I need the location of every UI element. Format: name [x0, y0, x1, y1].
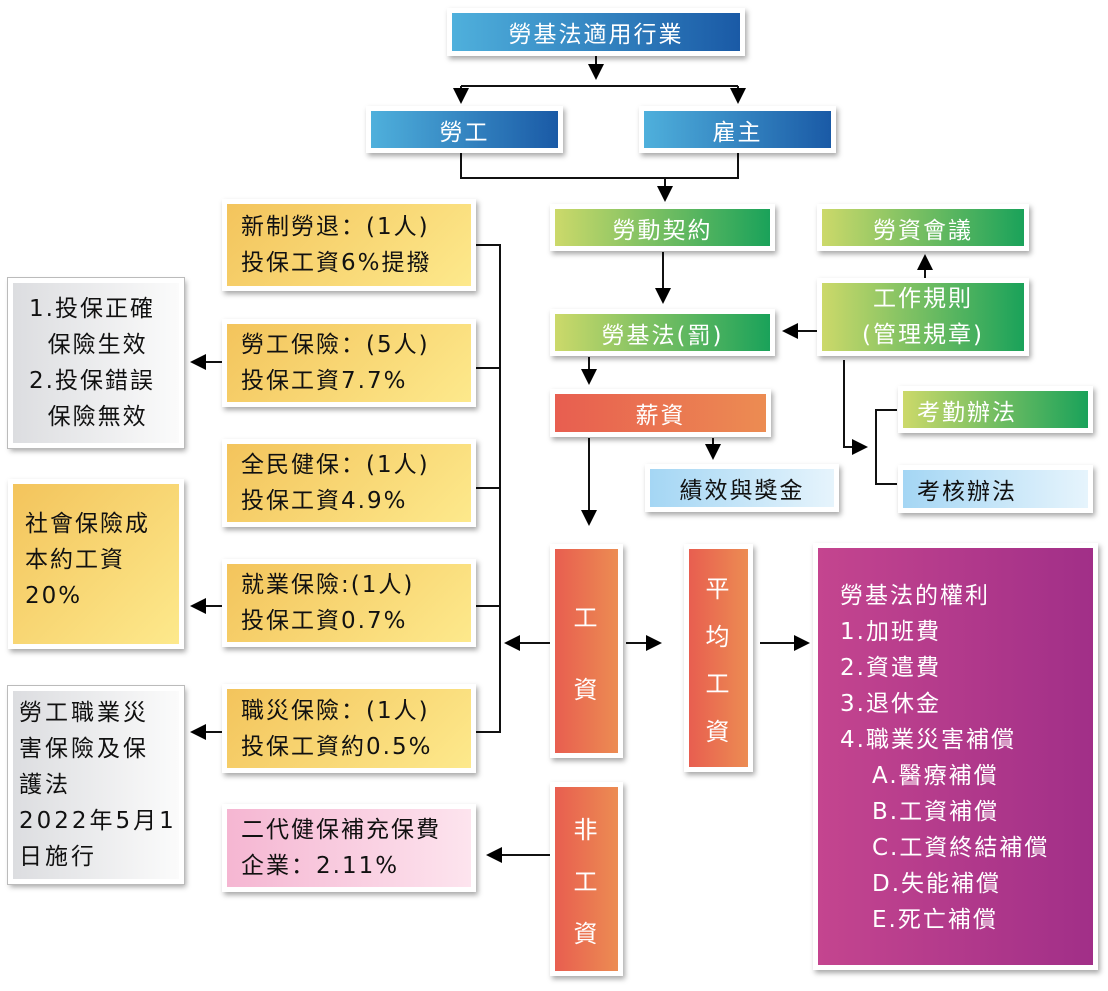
insurance-line: 新制勞退：(1人) [241, 214, 430, 240]
nhi-line: 企業：2.11% [241, 853, 400, 879]
wage-char: 工 [573, 603, 600, 632]
note-line: 害保險及保 [19, 736, 149, 762]
rights-subitem: A.醫療補償 [872, 763, 999, 789]
labor-meeting-box: 勞資會議 [817, 204, 1029, 251]
attendance-box: 考勤辦法 [898, 386, 1093, 433]
note-line: 20% [25, 583, 83, 609]
non-wage-box: 非工資 [550, 782, 623, 976]
note-line: 1.投保正確 [29, 296, 155, 322]
employer-box: 雇主 [639, 106, 836, 153]
wage-char: 資 [573, 919, 600, 948]
insurance-line: 全民健保：(1人) [241, 452, 430, 478]
rights-item: 1.加班費 [840, 619, 941, 645]
bonus-box: 績效與獎金 [645, 464, 839, 512]
wage-char: 資 [705, 717, 732, 746]
wage-char: 工 [705, 670, 732, 699]
social-cost-note: 社會保險成本約工資 20% [8, 479, 184, 649]
rights-subitem: D.失能補償 [872, 871, 1002, 897]
validity-note: 1.投保正確 保險生效 2.投保錯誤 保險無效 [7, 277, 185, 449]
insurance-line: 投保工資4.9% [241, 488, 408, 514]
worker-box: 勞工 [366, 106, 563, 153]
wage-char: 均 [705, 622, 732, 651]
note-line: 護法 [19, 772, 71, 798]
insurance-box-pension: 新制勞退：(1人) 投保工資6%提撥 [222, 199, 476, 291]
insurance-line: 投保工資7.7% [241, 368, 408, 394]
insurance-line: 投保工資0.7% [241, 608, 408, 634]
wage-char: 非 [573, 815, 600, 844]
work-rules-line: 工作規則 [873, 286, 973, 312]
note-line: 本約工資 [25, 547, 125, 573]
rights-subitem: E.死亡補償 [872, 907, 998, 933]
rights-title: 勞基法的權利 [840, 583, 990, 609]
insurance-line: 投保工資6%提撥 [241, 250, 432, 276]
salary-box: 薪資 [550, 389, 771, 437]
insurance-line: 投保工資約0.5% [241, 733, 433, 760]
note-line: 社會保險成 [25, 511, 150, 537]
note-line: 保險生效 [29, 332, 148, 358]
insurance-line: 職災保險：(1人) [241, 697, 430, 724]
labor-law-box: 勞基法(罰) [550, 309, 775, 356]
applicable-industries-box: 勞基法適用行業 [447, 8, 745, 56]
nhi-supplement-box: 二代健保補充保費企業：2.11% [222, 804, 476, 892]
rights-subitem: B.工資補償 [872, 799, 1000, 825]
note-line: 勞工職業災 [19, 700, 149, 726]
insurance-line: 勞工保險：(5人) [241, 332, 430, 358]
insurance-line: 就業保險:(1人) [241, 572, 415, 598]
labor-contract-box: 勞動契約 [550, 204, 775, 251]
wage-char: 資 [573, 675, 600, 704]
note-line: 2022年5月1 [19, 808, 177, 834]
rights-subitem: C.工資終結補償 [872, 835, 1050, 861]
note-line: 2.投保錯誤 [29, 368, 155, 394]
work-rules-line: (管理規章) [862, 322, 984, 348]
wage-char: 平 [705, 575, 732, 604]
review-box: 考核辦法 [898, 465, 1093, 513]
insurance-box-health: 全民健保：(1人) 投保工資4.9% [222, 439, 476, 527]
wage-char: 工 [573, 867, 600, 896]
nhi-line: 二代健保補充保費 [241, 817, 441, 843]
rights-item: 4.職業災害補償 [840, 727, 1016, 753]
occupational-act-note: 勞工職業災害保險及保護法 2022年5月1 日施行 [7, 685, 185, 885]
work-rules-box: 工作規則 (管理規章) [817, 278, 1029, 356]
wage-box: 工資 [550, 544, 623, 758]
insurance-box-labor: 勞工保險：(5人) 投保工資7.7% [222, 319, 476, 407]
average-wage-box: 平均工資 [684, 544, 753, 772]
insurance-box-employment: 就業保險:(1人) 投保工資0.7% [222, 559, 476, 647]
rights-item: 2.資遣費 [840, 655, 941, 681]
note-line: 日施行 [19, 844, 97, 870]
rights-item: 3.退休金 [840, 691, 941, 717]
labor-rights-box: 勞基法的權利 1.加班費 2.資遣費 3.退休金 4.職業災害補償 A.醫療補償… [813, 543, 1098, 970]
note-line: 保險無效 [29, 404, 148, 430]
insurance-box-occupational: 職災保險：(1人) 投保工資約0.5% [222, 684, 476, 773]
